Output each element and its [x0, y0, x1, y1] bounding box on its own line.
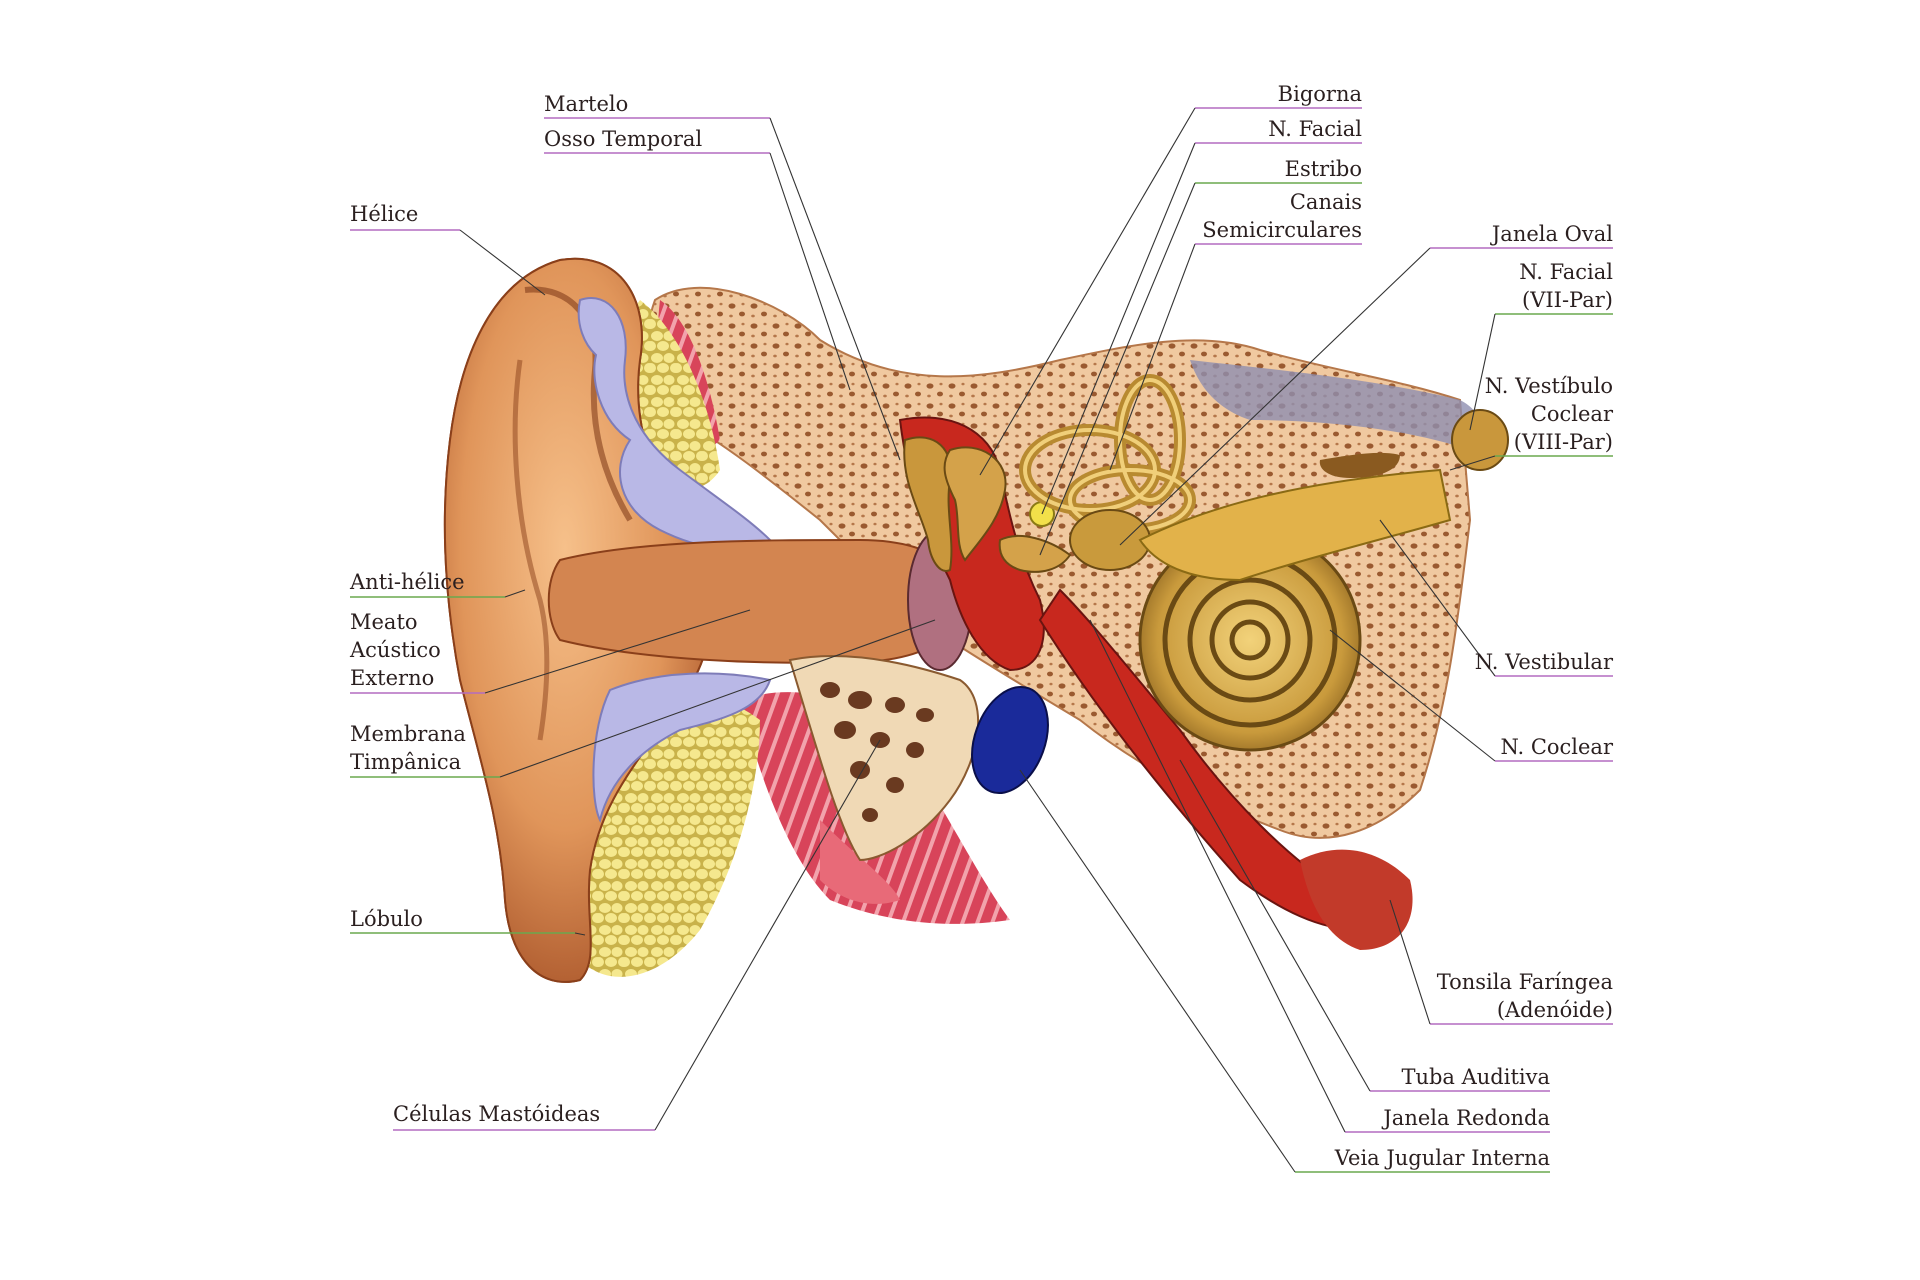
label-veia: Veia Jugular Interna: [1334, 1146, 1550, 1170]
leader-anti-helice: [504, 589, 526, 598]
label-meato: Meato Acústico Externo: [350, 610, 441, 690]
cartilage-lower: [592, 672, 772, 823]
neck-muscles-2: [820, 820, 900, 904]
leader-celulas: [654, 739, 881, 1131]
leader-n-coclear: [1329, 629, 1496, 762]
leader-n-vestibular: [1379, 519, 1496, 677]
label-tonsila: Tonsila Faríngea (Adenóide): [1436, 970, 1613, 1022]
leader-janela-oval: [1119, 247, 1431, 546]
label-n-coclear: N. Coclear: [1500, 735, 1613, 759]
label-n-facial-top: N. Facial: [1268, 117, 1362, 141]
leader-veia: [1019, 769, 1296, 1173]
label-janela-redonda: Janela Redonda: [1383, 1106, 1550, 1130]
antihelix-fold: [512, 359, 550, 741]
leader-tonsila: [1389, 899, 1431, 1025]
stapes: [998, 535, 1072, 573]
label-osso-temporal: Osso Temporal: [544, 127, 703, 151]
label-n-vestibulo: N. Vestíbulo Coclear (VIII-Par): [1484, 374, 1613, 454]
leader-bigorna: [979, 107, 1196, 476]
label-n-vestibular: N. Vestibular: [1474, 650, 1613, 674]
label-estribo: Estribo: [1284, 157, 1362, 181]
label-membrana: Membrana Timpânica: [350, 722, 466, 774]
label-martelo: Martelo: [544, 92, 629, 116]
leader-n-facial-top: [1041, 142, 1196, 515]
leader-lines: [350, 107, 1613, 1173]
meninges-layer: [1190, 360, 1481, 450]
label-celulas: Células Mastóideas: [393, 1102, 601, 1126]
leader-n-vestibulo: [1449, 455, 1496, 471]
semicircular-canals-highlight: [1023, 378, 1192, 532]
leader-n-facial-vii: [1469, 313, 1496, 431]
leader-helice: [459, 229, 546, 296]
label-n-facial-vii: N. Facial (VII-Par): [1519, 260, 1613, 312]
leader-canais: [1109, 243, 1196, 471]
leader-meato: [484, 609, 751, 694]
vestibulocochlear-nerve: [1138, 468, 1452, 582]
nerve-stump: [1451, 409, 1509, 471]
facial-nerve-canal: [1319, 452, 1400, 478]
label-janela-oval: Janela Oval: [1491, 222, 1613, 246]
internal-jugular-vein: [971, 685, 1049, 795]
mastoid-cells: [788, 655, 980, 862]
label-canais: Canais Semicirculares: [1202, 190, 1362, 242]
label-bigorna: Bigorna: [1277, 82, 1362, 106]
leader-janela-redonda: [1089, 619, 1346, 1133]
incus: [943, 446, 1007, 562]
label-helice: Hélice: [350, 202, 419, 226]
leader-lobulo: [574, 932, 586, 936]
label-anti-helice: Anti-hélice: [350, 570, 465, 594]
leader-martelo: [769, 117, 901, 461]
leader-tuba: [1179, 759, 1371, 1092]
label-lobulo: Lóbulo: [350, 907, 423, 931]
mastoid-pores: [820, 682, 934, 822]
ear-canal: [547, 538, 972, 664]
leader-osso-temporal: [769, 152, 851, 391]
label-tuba: Tuba Auditiva: [1401, 1065, 1550, 1089]
leader-membrana: [499, 619, 936, 778]
leader-estribo: [1039, 182, 1196, 556]
pharynx: [1300, 849, 1413, 950]
vestibule: [1069, 509, 1151, 571]
